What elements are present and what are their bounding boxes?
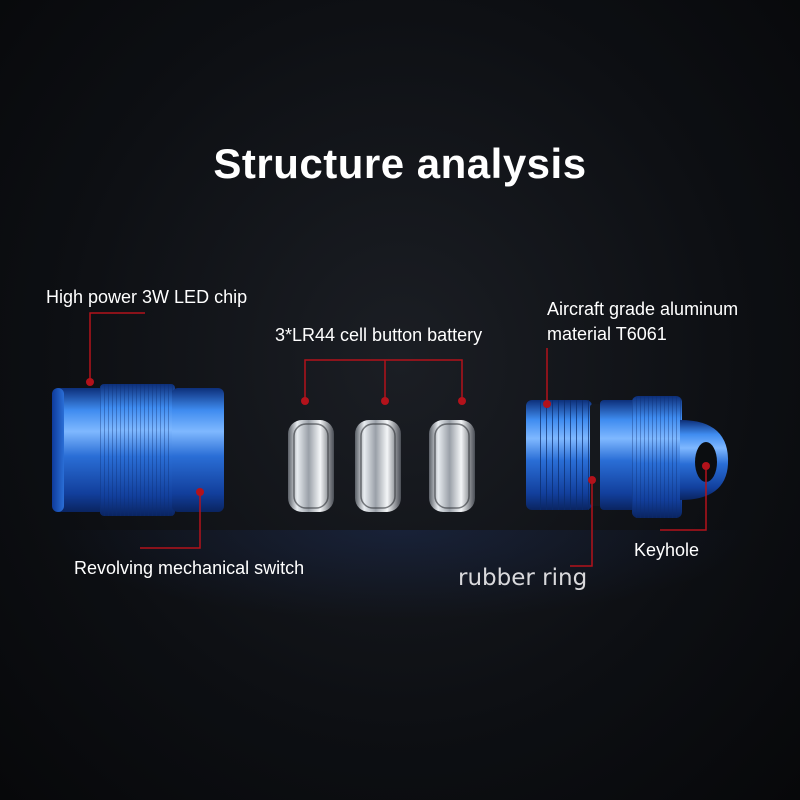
- battery-3: [429, 420, 475, 512]
- button-batteries: [288, 397, 475, 512]
- callout-led: [89, 312, 145, 382]
- battery-label: 3*LR44 cell button battery: [275, 325, 483, 345]
- callout-rubber: [570, 480, 593, 567]
- floor-reflection: [40, 530, 760, 620]
- switch-label: Revolving mechanical switch: [74, 558, 305, 578]
- tail-cap-part: [526, 396, 729, 518]
- aluminum-label-line2: material T6061: [547, 324, 667, 344]
- aluminum-label-line1: Aircraft grade aluminum: [547, 299, 739, 319]
- aluminum-label: Aircraft grade aluminum material T6061: [547, 297, 738, 347]
- rubber-ring-label: rubber ring: [458, 565, 588, 591]
- callout-battery: [304, 359, 463, 401]
- callout-lines: [89, 312, 707, 567]
- keyhole-label: Keyhole: [634, 540, 700, 560]
- callout-switch: [140, 492, 201, 549]
- led-head-part: [52, 378, 224, 516]
- page-title: Structure analysis: [213, 140, 587, 187]
- battery-1: [288, 420, 334, 512]
- led-chip-label: High power 3W LED chip: [46, 287, 248, 307]
- callout-keyhole: [660, 466, 707, 531]
- battery-2: [355, 420, 401, 512]
